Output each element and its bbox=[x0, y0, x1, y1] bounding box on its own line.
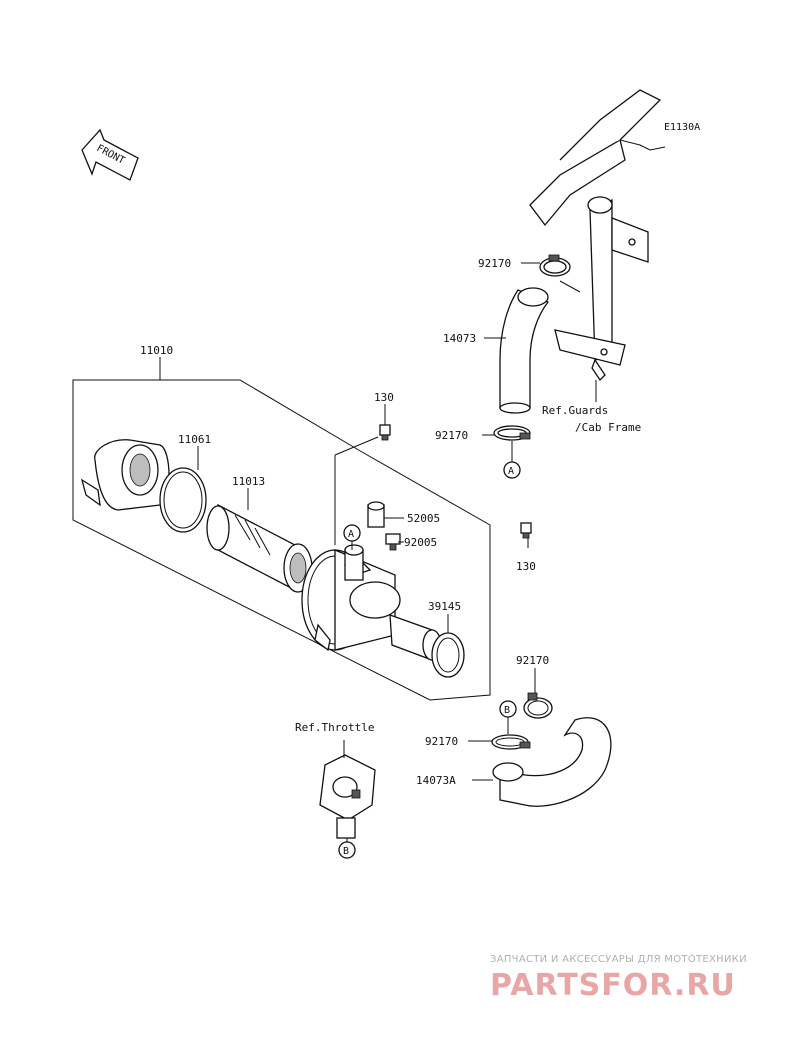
clamp-92170-mid-icon bbox=[493, 425, 531, 441]
label-39145: 39145 bbox=[428, 600, 461, 613]
watermark-brand: PARTSFOR.RU bbox=[490, 968, 736, 1003]
label-11013: 11013 bbox=[232, 475, 265, 488]
svg-text:A: A bbox=[508, 466, 514, 477]
label-14073: 14073 bbox=[443, 332, 476, 345]
clamp-92170-right-icon bbox=[523, 692, 553, 719]
connector-b-throttle: B bbox=[338, 841, 356, 859]
leader-lines bbox=[159, 262, 597, 842]
filter-cover-icon bbox=[80, 439, 170, 511]
filter-element-11013-icon bbox=[206, 503, 313, 593]
cab-frame-icon bbox=[529, 89, 666, 382]
svg-text:B: B bbox=[343, 846, 349, 857]
connector-a-top: A bbox=[503, 461, 521, 479]
label-92170-right: 92170 bbox=[516, 654, 549, 667]
bolt-130-right-icon bbox=[520, 522, 532, 539]
filter-housing-icon bbox=[301, 544, 442, 661]
label-11061: 11061 bbox=[178, 433, 211, 446]
nipple-92005-icon bbox=[385, 533, 401, 551]
ref-throttle: Ref.Throttle bbox=[295, 721, 374, 734]
watermark-tagline: ЗАПЧАСТИ И АКСЕССУАРЫ ДЛЯ МОТОТЕХНИКИ bbox=[490, 954, 747, 965]
label-92170-top: 92170 bbox=[478, 257, 511, 270]
connector-52005-icon bbox=[367, 501, 385, 528]
connector-b-hose: B bbox=[499, 700, 517, 718]
duct-14073-icon bbox=[499, 287, 550, 414]
label-14073A: 14073A bbox=[416, 774, 456, 787]
label-92170-mid: 92170 bbox=[435, 429, 468, 442]
label-130-right: 130 bbox=[516, 560, 536, 573]
bolt-130-top-icon bbox=[379, 424, 391, 441]
label-92005: 92005 bbox=[404, 536, 437, 549]
label-52005: 52005 bbox=[407, 512, 440, 525]
label-92170-bottom: 92170 bbox=[425, 735, 458, 748]
band-39145-icon bbox=[431, 632, 465, 678]
clamp-92170-bottom-icon bbox=[491, 734, 531, 750]
oring-11061-icon bbox=[159, 467, 207, 533]
clamp-92170-top-icon bbox=[539, 254, 571, 277]
svg-text:B: B bbox=[504, 705, 510, 716]
label-130-top: 130 bbox=[374, 391, 394, 404]
diagram-code: E1130A bbox=[664, 122, 700, 133]
ref-guards-line2: /Cab Frame bbox=[575, 421, 641, 434]
label-11010: 11010 bbox=[140, 344, 173, 357]
throttle-body-icon bbox=[319, 754, 376, 839]
ref-guards-line1: Ref.Guards bbox=[542, 404, 608, 417]
connector-a-filter: A bbox=[343, 524, 361, 542]
hose-14073A-icon bbox=[492, 717, 612, 807]
svg-text:A: A bbox=[348, 529, 354, 540]
assembly-outline bbox=[72, 379, 491, 701]
front-arrow-icon: FRONT bbox=[81, 128, 139, 181]
